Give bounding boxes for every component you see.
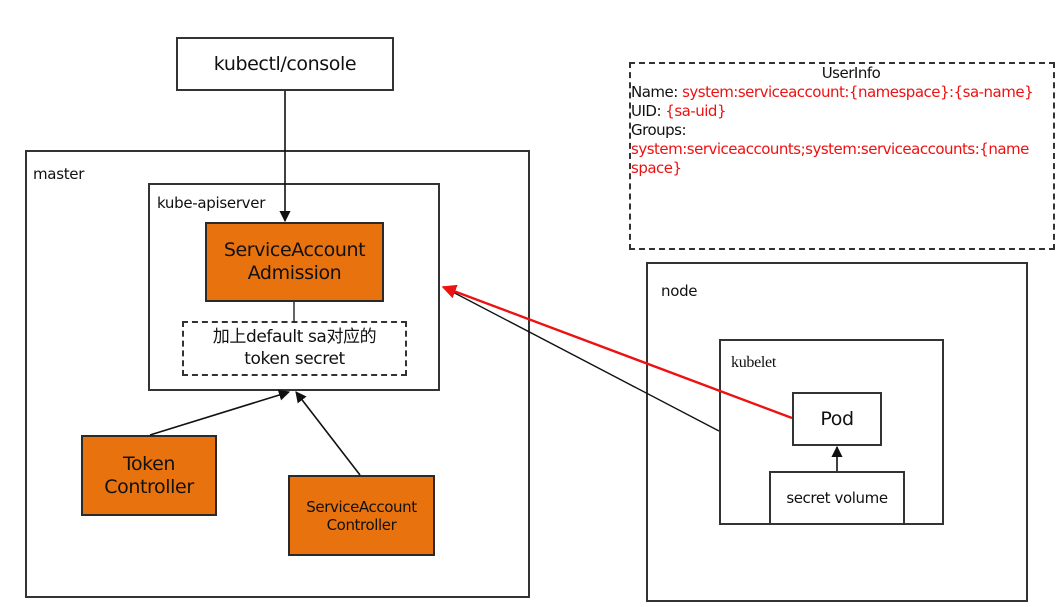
secret-volume-text: secret volume [786, 489, 888, 507]
userinfo-uid-key: UID: [631, 102, 666, 120]
token-controller-line2: Controller [104, 475, 194, 498]
userinfo-name-key: Name: [631, 83, 683, 101]
userinfo-title: UserInfo [821, 64, 881, 82]
userinfo-content: UserInfo Name: system:serviceaccount:{na… [631, 64, 1051, 178]
pod-text: Pod [820, 407, 854, 430]
serviceaccount-controller-box [288, 475, 435, 556]
secret-volume-box [769, 471, 905, 525]
kubectl-console-box [176, 37, 394, 91]
userinfo-groups-key: Groups: [631, 121, 687, 139]
serviceaccount-admission-box [205, 222, 384, 302]
pod-label: Pod [792, 392, 882, 446]
userinfo-uid-row: UID: {sa-uid} [631, 102, 1051, 121]
kubectl-console-text: kubectl/console [213, 52, 357, 75]
master-label: master [33, 165, 85, 183]
userinfo-name-row: Name: system:serviceaccount:{namespace}:… [631, 83, 1051, 102]
token-controller-box [81, 435, 217, 516]
pod-box [792, 392, 882, 446]
userinfo-groups-value-line1: system:serviceaccounts;system:serviceacc… [631, 140, 1029, 158]
admission-line2: Admission [247, 262, 342, 284]
userinfo-groups-value-line2: space} [631, 159, 682, 177]
secret-volume-label: secret volume [769, 471, 905, 525]
admission-line1: ServiceAccount [223, 239, 366, 262]
userinfo-name-value: system:serviceaccount:{namespace}:{sa-na… [682, 83, 1034, 101]
serviceaccount-controller-label: ServiceAccount Controller [288, 475, 435, 556]
kubectl-console-label: kubectl/console [176, 37, 394, 91]
token-controller-label: Token Controller [81, 435, 217, 516]
kubelet-label: kubelet [731, 354, 776, 371]
userinfo-uid-value: {sa-uid} [665, 102, 726, 120]
userinfo-box [629, 62, 1055, 250]
sa-controller-line1: ServiceAccount [306, 497, 417, 516]
token-note-line1: 加上default sa对应的 [212, 327, 377, 348]
sa-controller-line2: Controller [326, 515, 397, 534]
token-secret-note-box [182, 321, 407, 376]
kube-apiserver-box [148, 183, 440, 391]
node-label: node [661, 282, 698, 300]
node-box [646, 262, 1028, 602]
token-secret-note-label: 加上default sa对应的 token secret [182, 321, 407, 376]
token-controller-line1: Token [122, 452, 176, 475]
token-note-line2: token secret [244, 348, 345, 369]
serviceaccount-admission-label: ServiceAccount Admission [205, 222, 384, 302]
kube-apiserver-label: kube-apiserver [157, 194, 266, 212]
